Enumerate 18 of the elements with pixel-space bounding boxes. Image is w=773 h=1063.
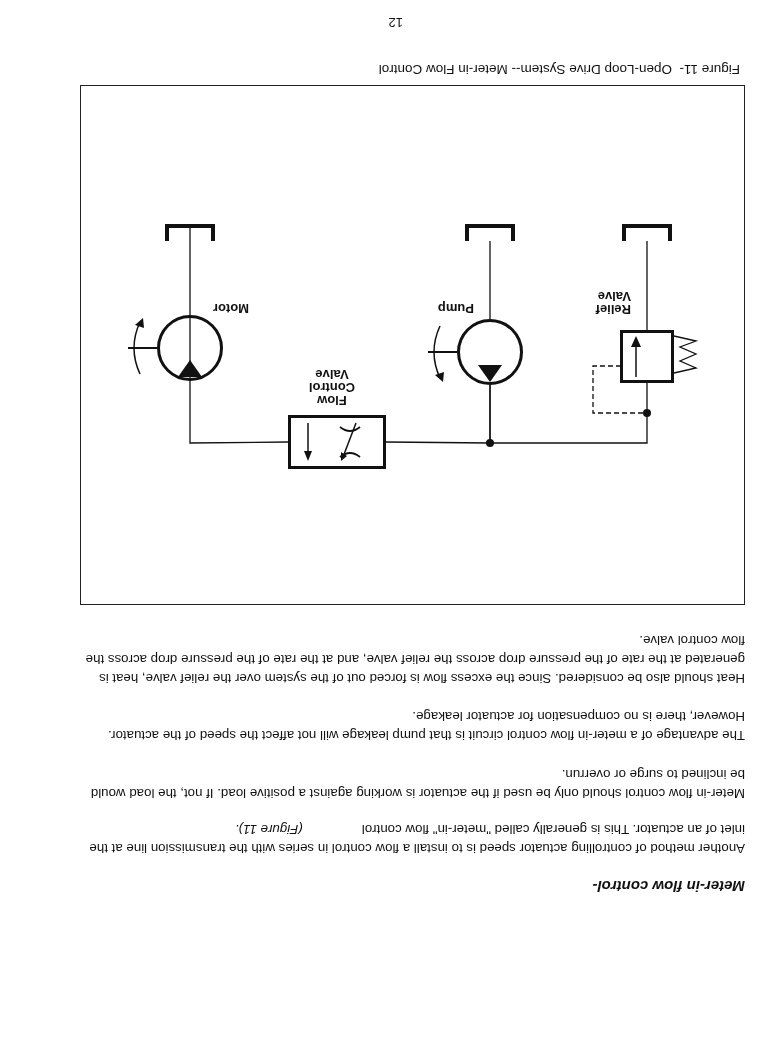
hydraulic-line <box>189 380 289 444</box>
hydraulic-line <box>489 240 491 320</box>
paragraph: Another method of controlling actuator speed is to install a flow control in series with the transmission line at the inlet of an actuator. This is generally called "meter-in" flow control (Figure 11). <box>88 821 745 858</box>
tank-symbol <box>622 224 672 241</box>
component-label: Relief Valve <box>594 290 631 316</box>
hydraulic-line <box>385 384 491 444</box>
tank-symbol <box>465 224 515 241</box>
paragraph: Meter-in flow control should only be used if the actuator is working against a positive load. If not, the load would be inclined to surge or overrun. <box>89 766 745 803</box>
section-heading: Meter-in flow control- <box>592 878 745 895</box>
component-label: Flow Control Valve <box>307 368 357 407</box>
paragraph: Heat should also be considered. Since the excess flow is forced out of the system over the relief valve, heat is generated at the rate of the pressure drop across the relief valve, and at the rate of the pressure drop across the flow control valve. <box>84 632 745 688</box>
paragraph: The advantage of a meter-in flow control circuit is that pump leakage will not affect the speed of the actuator. However, there is no compensation for actuator leakage. <box>107 708 745 745</box>
tank-symbol <box>165 224 215 241</box>
hydraulic-line <box>646 240 648 331</box>
component-label: Pump <box>436 302 474 315</box>
page-number: 12 <box>388 15 403 30</box>
component-label: Motor <box>211 302 249 315</box>
figure-caption: Figure 11- Open-Loop Drive System-- Meter-in Flow Control <box>378 62 740 77</box>
